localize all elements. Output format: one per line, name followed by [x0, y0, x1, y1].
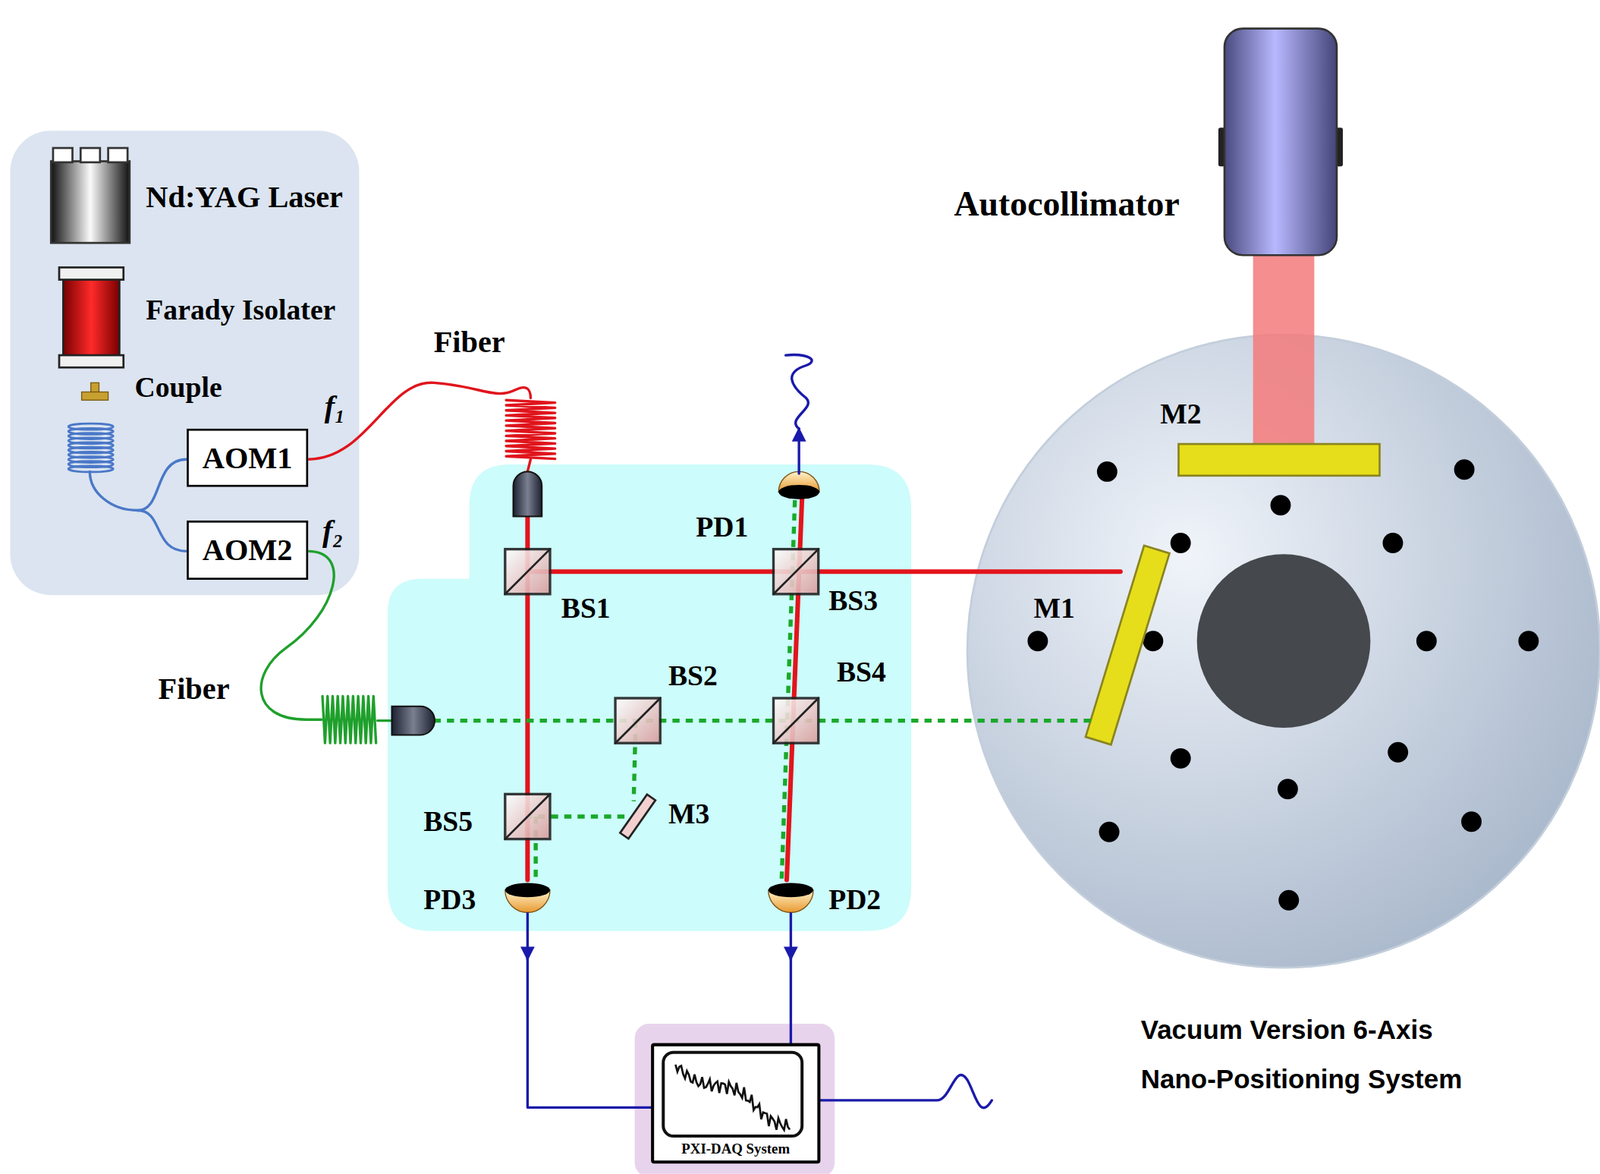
part-label: f₁	[324, 390, 346, 422]
mount-hole	[1416, 630, 1437, 651]
beam-splitter	[773, 549, 819, 595]
mount-hole	[1278, 889, 1299, 911]
stage-center	[1197, 553, 1371, 728]
mount-hole	[1518, 630, 1539, 651]
signal-wire	[527, 955, 651, 1107]
isolator-cap	[59, 355, 124, 368]
signal-wire	[785, 355, 812, 429]
mount-hole	[1097, 461, 1118, 482]
laser-tab	[53, 147, 73, 163]
optical-bench	[387, 464, 912, 931]
box-title: PXI-DAQ System	[653, 1141, 818, 1157]
daq-screen	[661, 1049, 805, 1138]
coupler-base	[81, 391, 109, 400]
fiber-coil-green	[322, 695, 377, 743]
mount-holes	[1027, 458, 1539, 911]
laser-body	[50, 161, 130, 244]
part-label: BS3	[828, 586, 878, 616]
box-title: AOM1	[202, 442, 293, 473]
beam-splitter-diagonal	[773, 549, 819, 595]
photodetector-window	[505, 882, 551, 897]
part-label: BS4	[836, 658, 887, 688]
fiber	[138, 510, 188, 552]
signal-trace	[675, 1064, 790, 1130]
daq-box: PXI-DAQ System	[650, 1043, 821, 1164]
autocollimator-body	[1224, 28, 1337, 256]
source-panel	[9, 130, 359, 595]
autocollimator-beam	[1253, 253, 1315, 448]
mount-hole	[1027, 630, 1048, 651]
laser-tab	[80, 147, 101, 163]
laser-source-box: Nd:YAG LaserFarady IsolaterCoupleAOM1AOM…	[9, 130, 359, 595]
mount-hole	[1454, 458, 1475, 480]
laser-tab	[108, 147, 129, 163]
fiber-coil-red	[506, 399, 556, 459]
photodetector-window	[768, 882, 814, 897]
part-label: M2	[1159, 399, 1201, 429]
signal-wire	[526, 913, 529, 960]
mount-hole	[1461, 811, 1482, 832]
isolator-cap	[59, 267, 124, 280]
component-label: Farady Isolater	[145, 295, 336, 325]
stage-caption: Vacuum Version 6-Axis Nano-Positioning S…	[1141, 1005, 1494, 1104]
laser-beam	[527, 568, 1120, 574]
beam-splitter-diagonal	[505, 549, 551, 595]
component-label: Nd:YAG Laser	[145, 181, 343, 212]
beam-splitter	[505, 549, 551, 595]
part-label: PD3	[423, 885, 476, 915]
reference-beam	[433, 718, 1098, 723]
signal-wire	[789, 955, 793, 1044]
fiber	[138, 458, 188, 510]
part-label: BS5	[423, 807, 473, 837]
mount-hole	[1270, 494, 1292, 516]
signal-wire	[789, 913, 793, 960]
beam-splitter	[615, 697, 661, 743]
mount-hole	[1387, 741, 1409, 763]
part-label: M1	[1034, 594, 1076, 623]
beam-splitter-diagonal	[773, 697, 819, 743]
fiber-green	[377, 719, 393, 722]
mirror-m1	[1085, 545, 1170, 745]
fiber-red	[527, 458, 531, 472]
beam-splitter	[505, 793, 551, 839]
beam-splitter	[773, 697, 819, 743]
fiber	[89, 471, 138, 510]
beam-splitter-diagonal	[505, 793, 551, 839]
daq-panel	[634, 1023, 836, 1174]
signal-wire	[797, 428, 800, 474]
mount-hole	[1099, 821, 1120, 843]
part-label: BS1	[561, 594, 611, 623]
part-label: PD2	[828, 885, 881, 915]
beam-splitter-diagonal	[615, 697, 661, 743]
mount-hole	[1383, 532, 1404, 554]
part-label: Fiber	[433, 326, 506, 357]
mount-hole	[1170, 748, 1192, 769]
part-label: BS2	[668, 661, 718, 691]
fiber-red	[308, 382, 531, 459]
fiber-coupler	[513, 471, 543, 516]
instrument-label: Autocollimator	[954, 186, 1180, 222]
mount-hole	[1277, 778, 1299, 799]
photodetector-window	[778, 484, 820, 500]
modulator-box: AOM1	[186, 428, 309, 488]
box-title: AOM2	[202, 534, 293, 566]
component-label: Couple	[135, 373, 223, 403]
isolator-body	[62, 277, 120, 358]
mirror-m3	[619, 794, 656, 839]
part-label: f₂	[322, 515, 344, 546]
part-label: Fiber	[157, 673, 230, 705]
signal-wire	[814, 1075, 992, 1108]
fiber-coupler	[391, 706, 434, 736]
part-label: M3	[668, 800, 710, 830]
mount-hole	[1170, 532, 1192, 554]
screen-frame	[663, 1052, 802, 1136]
mirror-m2	[1178, 443, 1380, 476]
part-label: PD1	[695, 513, 749, 543]
modulator-box: AOM2	[186, 520, 309, 580]
